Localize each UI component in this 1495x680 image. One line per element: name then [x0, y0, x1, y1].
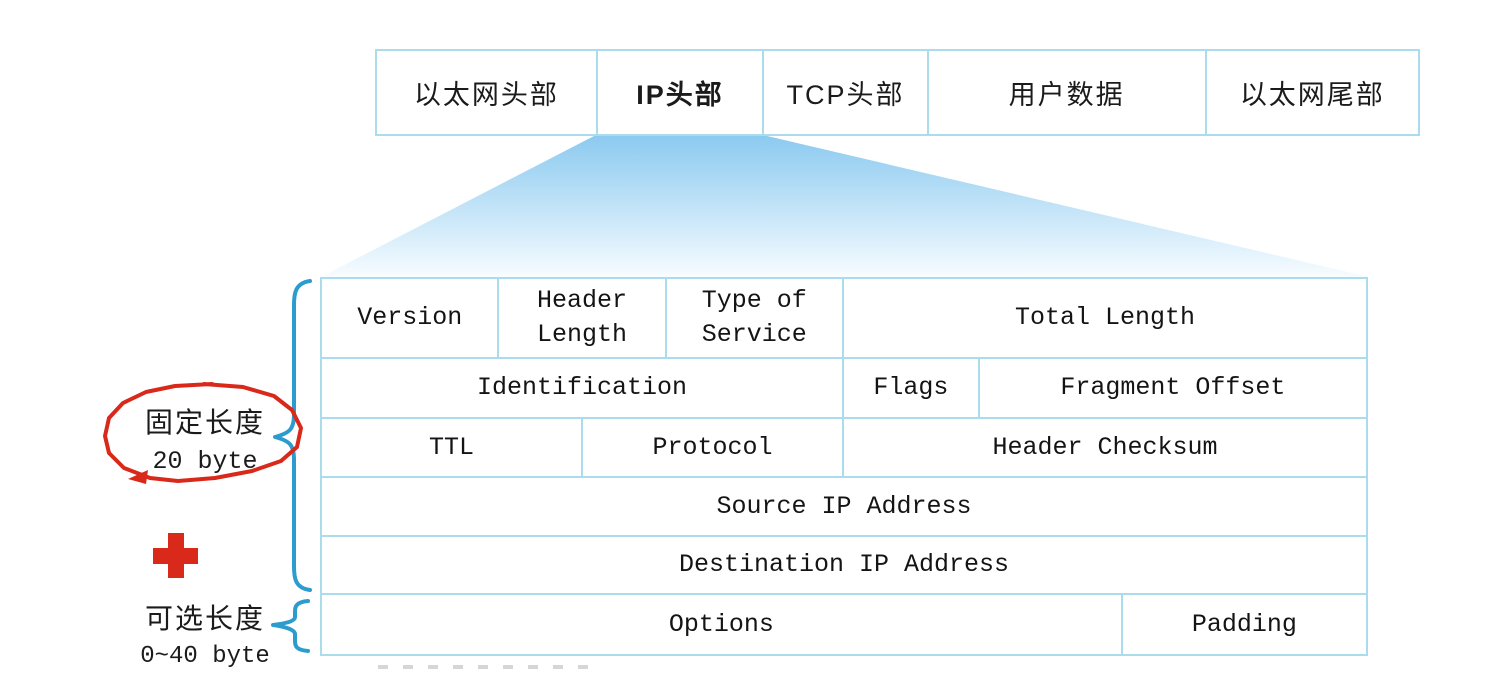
ip-cell-header-checksum: Header Checksum	[992, 432, 1218, 462]
ip-cell-total-length: Total Length	[1014, 303, 1195, 333]
ip-cell-destination-ip-address: Destination IP Address	[678, 550, 1010, 580]
ip-row-4: Source IP Address	[322, 478, 1366, 537]
optional-length-label: 可选长度	[144, 603, 265, 634]
ip-cell-source-ip-address: Source IP Address	[716, 491, 972, 521]
red-plus-icon	[153, 533, 198, 578]
fixed-length-label: 固定长度	[144, 407, 265, 438]
frame-cell-ip-header: IP头部	[598, 51, 765, 134]
frame-cell-label: IP头部	[636, 80, 724, 110]
ip-cell-options: Options	[322, 595, 1123, 654]
ip-cell-type-of-service: Type of Service	[667, 279, 844, 357]
frame-cell-ethernet-header: 以太网头部	[377, 51, 598, 134]
frame-cell-tcp-header: TCP头部	[764, 51, 929, 134]
ip-header-fields-table: Version Header Length Type of Service To…	[320, 277, 1368, 656]
ip-cell-version: Version	[322, 279, 500, 357]
ip-header-expansion-funnel	[321, 136, 1369, 277]
ip-cell-fragment-offset: Fragment Offset	[1060, 373, 1286, 403]
ip-cell-padding: Padding	[1191, 609, 1297, 639]
optional-length-value: 0~40 byte	[140, 643, 270, 670]
frame-cell-ethernet-trailer: 以太网尾部	[1207, 51, 1418, 134]
ip-cell-flags: Flags	[844, 359, 980, 417]
frame-cell-label: TCP头部	[786, 80, 905, 110]
optional-length-note: 可选长度 0~40 byte	[100, 597, 310, 670]
frame-cell-label: 用户数据	[1008, 80, 1125, 110]
ip-cell-header-length: Header Length	[499, 279, 667, 357]
fixed-length-note: 固定长度 20 byte	[100, 401, 310, 476]
ip-row-6: Options Padding	[322, 595, 1366, 654]
ip-row-2: Identification Flags Fragment Offset	[322, 359, 1366, 419]
fixed-length-value: 20 byte	[152, 447, 258, 476]
frame-cell-label: 以太网头部	[413, 80, 559, 110]
frame-cell-user-data: 用户数据	[929, 51, 1207, 134]
ethernet-frame-table: 以太网头部 IP头部 TCP头部 用户数据 以太网尾部	[375, 49, 1420, 136]
ip-cell-protocol: Protocol	[583, 419, 844, 476]
ip-cell-identification: Identification	[322, 359, 844, 417]
frame-cell-label: 以太网尾部	[1239, 80, 1385, 110]
ip-row-1: Version Header Length Type of Service To…	[322, 279, 1366, 359]
ip-row-3: TTL Protocol Header Checksum	[322, 419, 1366, 478]
ip-cell-ttl: TTL	[322, 419, 583, 476]
ip-row-5: Destination IP Address	[322, 537, 1366, 595]
